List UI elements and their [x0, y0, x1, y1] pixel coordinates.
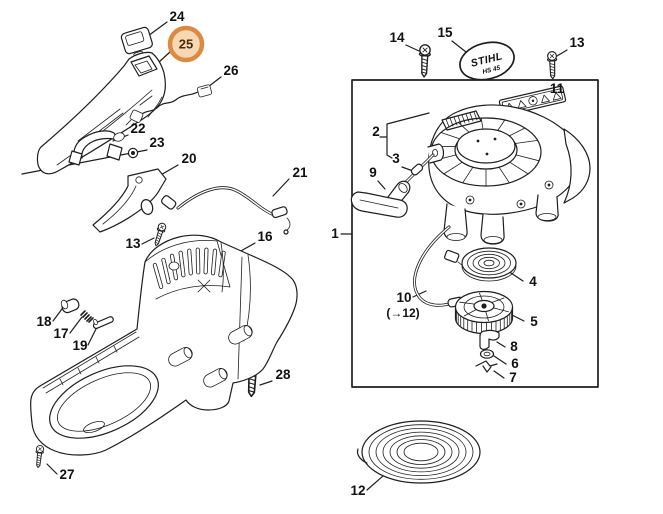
brand-plate-model: HS 45 — [482, 65, 502, 76]
callout-18[interactable]: 18 — [36, 314, 52, 329]
part-fan-housing — [427, 104, 591, 245]
callout-28[interactable]: 28 — [275, 367, 291, 382]
callout-13-right[interactable]: 13 — [569, 35, 585, 50]
callout-5[interactable]: 5 — [530, 314, 538, 329]
callout-10[interactable]: 10 — [396, 290, 411, 305]
highlight-ring[interactable] — [167, 25, 205, 63]
callout-15[interactable]: 15 — [437, 25, 453, 40]
callout-24[interactable]: 24 — [169, 9, 185, 24]
callout-25[interactable]: 25 — [179, 37, 193, 52]
callout-2-bracket — [379, 112, 430, 159]
callout-11[interactable]: 11 — [550, 81, 565, 96]
part-housing — [29, 234, 298, 456]
callout-16[interactable]: 16 — [257, 229, 273, 244]
part-spring — [80, 310, 94, 323]
callout-20[interactable]: 20 — [181, 151, 196, 166]
callout-10-ref[interactable]: (→12) — [386, 306, 419, 320]
part-washer — [479, 349, 495, 359]
part-pin — [92, 316, 114, 329]
part-rope-fitting — [410, 163, 424, 176]
callout-14[interactable]: 14 — [389, 30, 405, 45]
part-starter-grip — [350, 180, 411, 218]
callout-8[interactable]: 8 — [510, 339, 518, 354]
part-handle-cover — [36, 51, 166, 175]
callout-12[interactable]: 12 — [350, 483, 365, 498]
callout-1[interactable]: 1 — [331, 226, 339, 241]
part-grommet — [127, 147, 139, 159]
part-rope-coil — [356, 420, 481, 484]
callout-13-left[interactable]: 13 — [125, 236, 141, 251]
callout-22[interactable]: 22 — [130, 121, 145, 136]
callout-26[interactable]: 26 — [223, 63, 239, 78]
assembly-box-frame — [351, 79, 599, 388]
callout-2[interactable]: 2 — [372, 124, 380, 139]
callout-6[interactable]: 6 — [511, 356, 519, 371]
part-throttle-trigger — [92, 168, 177, 233]
callout-3[interactable]: 3 — [392, 151, 400, 166]
brand-plate: STIHL HS 45 — [459, 41, 515, 81]
callout-4[interactable]: 4 — [529, 274, 537, 289]
callout-23[interactable]: 23 — [149, 135, 165, 150]
part-throttle-cable — [176, 186, 291, 235]
callout-7[interactable]: 7 — [509, 370, 517, 385]
callout-17[interactable]: 17 — [53, 326, 68, 341]
part-clip — [475, 360, 498, 373]
callout-21[interactable]: 21 — [292, 165, 308, 180]
callout-9[interactable]: 9 — [369, 165, 377, 180]
part-pawl — [479, 329, 500, 350]
screw-27 — [33, 444, 45, 469]
part-wire-harness — [125, 84, 213, 129]
part-bushing — [60, 298, 80, 314]
screw-14 — [418, 43, 432, 78]
part-rewind-spring — [444, 247, 517, 282]
callout-19[interactable]: 19 — [72, 338, 87, 353]
callout-25-highlight[interactable]: 25 — [167, 25, 205, 63]
part-starter-rope-upper — [403, 153, 435, 185]
part-rope-rotor — [454, 290, 514, 335]
part-lever — [68, 130, 125, 166]
callout-labels: 24 25 26 22 23 20 21 13 16 18 17 19 28 2… — [36, 9, 585, 498]
callout-27[interactable]: 27 — [59, 467, 74, 482]
screw-13-right — [546, 50, 558, 80]
